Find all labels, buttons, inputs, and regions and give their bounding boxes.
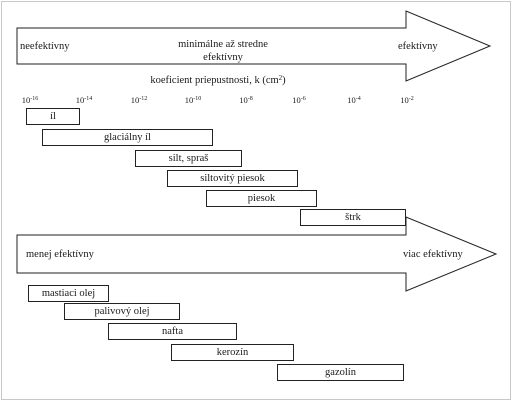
tick-exponent: -8 [247, 96, 253, 102]
axis-tick: 10-2 [400, 95, 414, 105]
fuel-box: nafta [108, 323, 237, 340]
axis-title: koeficient priepustnosti, k (cm2) [150, 75, 285, 87]
axis-title-prefix: koeficient priepustnosti, k (cm [150, 75, 279, 86]
tick-base: 10 [75, 95, 85, 105]
axis-title-suffix: ) [282, 75, 286, 86]
bottom-arrow-left-label: menej efektívny [26, 249, 94, 260]
tick-base: 10 [184, 95, 194, 105]
axis-tick: 10-16 [22, 95, 39, 105]
axis-tick: 10-6 [292, 95, 306, 105]
axis-tick: 10-4 [347, 95, 361, 105]
tick-exponent: -4 [355, 96, 361, 102]
tick-exponent: -14 [84, 96, 93, 102]
tick-exponent: -12 [139, 96, 148, 102]
fuel-box: gazolín [277, 364, 404, 381]
soil-range-box: glaciálny íl [42, 129, 213, 146]
tick-base: 10 [347, 95, 356, 105]
fuel-box: palivový olej [64, 303, 180, 320]
tick-exponent: -2 [408, 96, 414, 102]
axis-tick: 10-14 [76, 95, 93, 105]
soil-range-box: íl [26, 108, 80, 125]
tick-base: 10 [130, 95, 140, 105]
tick-exponent: -6 [300, 96, 306, 102]
tick-exponent: -10 [193, 96, 202, 102]
tick-base: 10 [21, 95, 31, 105]
soil-range-box: siltovitý piesok [167, 170, 298, 187]
fuel-box: mastiaci olej [28, 285, 109, 302]
tick-base: 10 [239, 95, 248, 105]
tick-base: 10 [400, 95, 409, 105]
top-arrow-right-label: efektívny [398, 41, 438, 52]
tick-base: 10 [292, 95, 301, 105]
axis-tick: 10-12 [131, 95, 148, 105]
soil-range-box: štrk [300, 209, 406, 226]
axis-tick: 10-8 [239, 95, 253, 105]
soil-range-box: piesok [206, 190, 317, 207]
top-arrow-middle-label-line2: efektívny [203, 52, 243, 63]
fuel-box: kerozín [171, 344, 294, 361]
bottom-arrow-right-label: viac efektívny [403, 249, 463, 260]
soil-range-box: silt, spraš [135, 150, 242, 167]
tick-exponent: -16 [30, 96, 39, 102]
top-arrow-middle-label-line1: minimálne až stredne [178, 39, 268, 50]
axis-title-exponent: 2 [278, 74, 283, 82]
axis-tick: 10-10 [185, 95, 202, 105]
top-arrow-left-label: neefektívny [20, 41, 70, 52]
